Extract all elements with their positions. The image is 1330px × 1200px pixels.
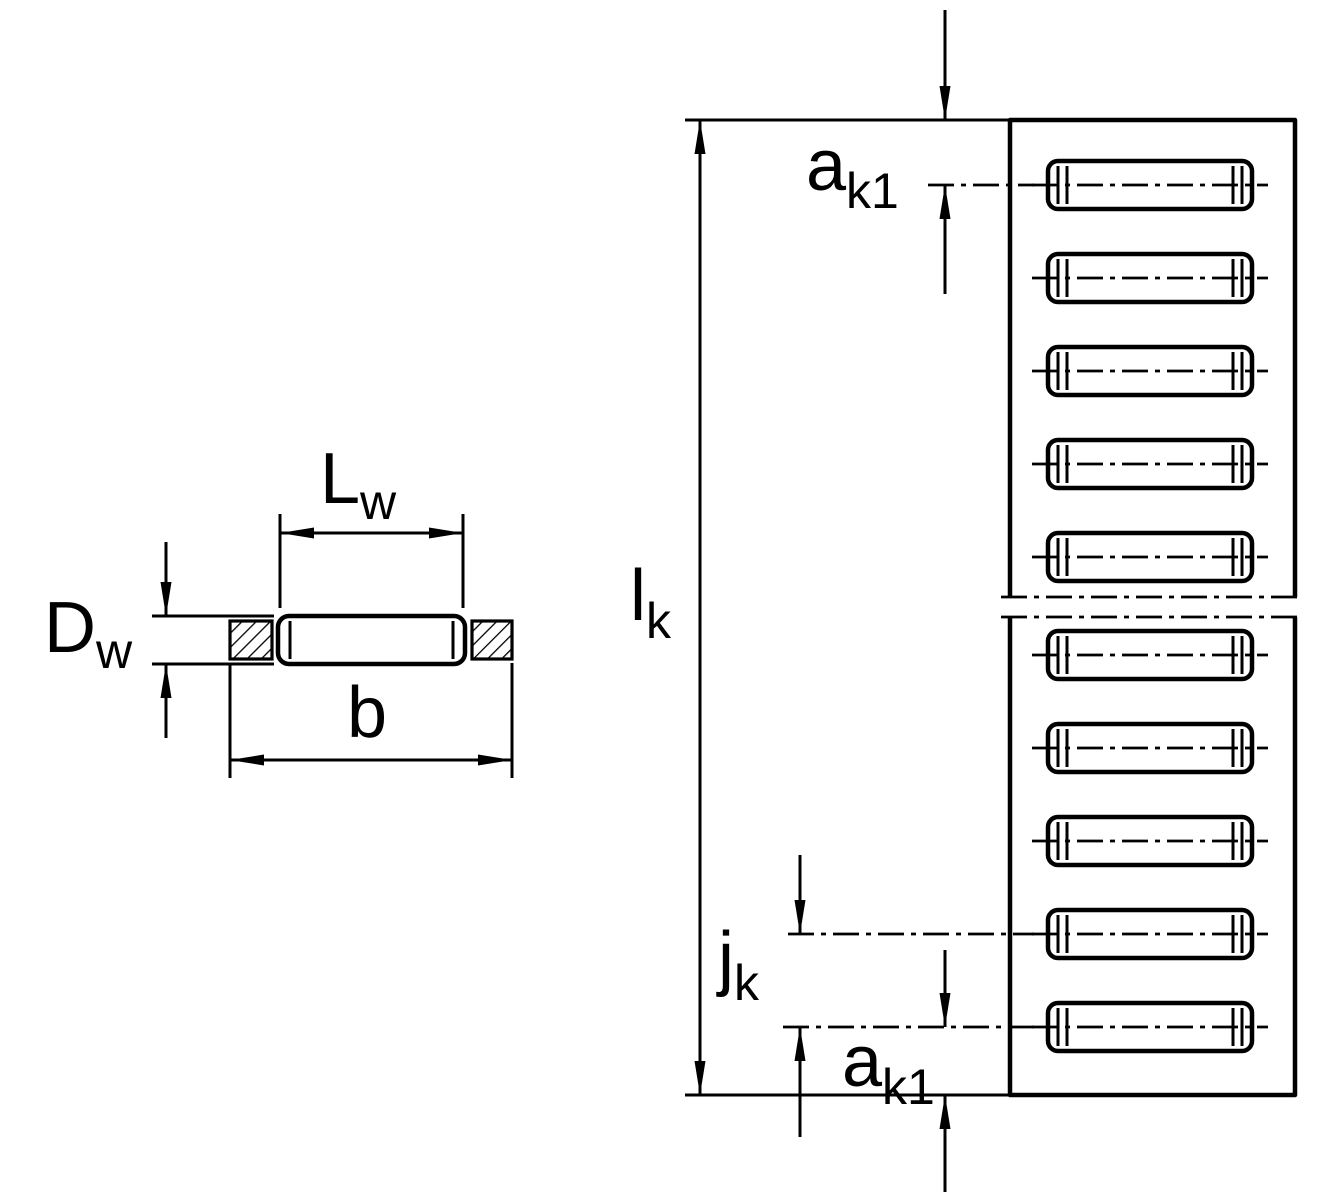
roller <box>1032 724 1268 772</box>
cage-section-right <box>470 619 514 661</box>
top-view: lk ak1 jk ak1 <box>630 10 1304 1192</box>
label-cage-width: b <box>347 673 387 753</box>
label-end-distance-bottom: ak1 <box>842 1022 935 1115</box>
dim-roller-diameter: Dw <box>44 542 274 738</box>
side-view: Lw Dw b <box>44 439 514 778</box>
roller <box>1032 910 1268 958</box>
cage-section-left <box>228 619 274 661</box>
label-end-distance-top: ak1 <box>806 126 899 219</box>
roller <box>1032 161 1268 209</box>
roller <box>1032 817 1268 865</box>
dim-cage-width: b <box>228 663 514 778</box>
dim-roller-pitch: jk <box>716 855 806 1137</box>
label-roller-pitch: jk <box>716 918 760 1011</box>
cage-outline-upper <box>1007 117 1298 597</box>
roller <box>1032 1003 1268 1051</box>
roller <box>1032 440 1268 488</box>
dim-end-distance-top: ak1 <box>806 10 951 294</box>
roller <box>1032 347 1268 395</box>
roller <box>1032 533 1268 581</box>
dim-end-distance-bottom: ak1 <box>842 950 951 1192</box>
label-cage-length: lk <box>630 556 672 649</box>
roller-side-view <box>275 613 468 667</box>
cage-outline-lower <box>1007 617 1298 1098</box>
dim-roller-length: Lw <box>278 439 465 608</box>
rollers-top-section <box>1032 161 1268 581</box>
roller-body <box>275 613 468 667</box>
label-roller-diameter: Dw <box>44 588 133 679</box>
rollers-bottom-section <box>1032 631 1268 1051</box>
roller <box>1032 631 1268 679</box>
roller <box>1032 254 1268 302</box>
label-roller-length: Lw <box>320 439 397 530</box>
dim-cage-length: lk <box>630 118 1010 1097</box>
